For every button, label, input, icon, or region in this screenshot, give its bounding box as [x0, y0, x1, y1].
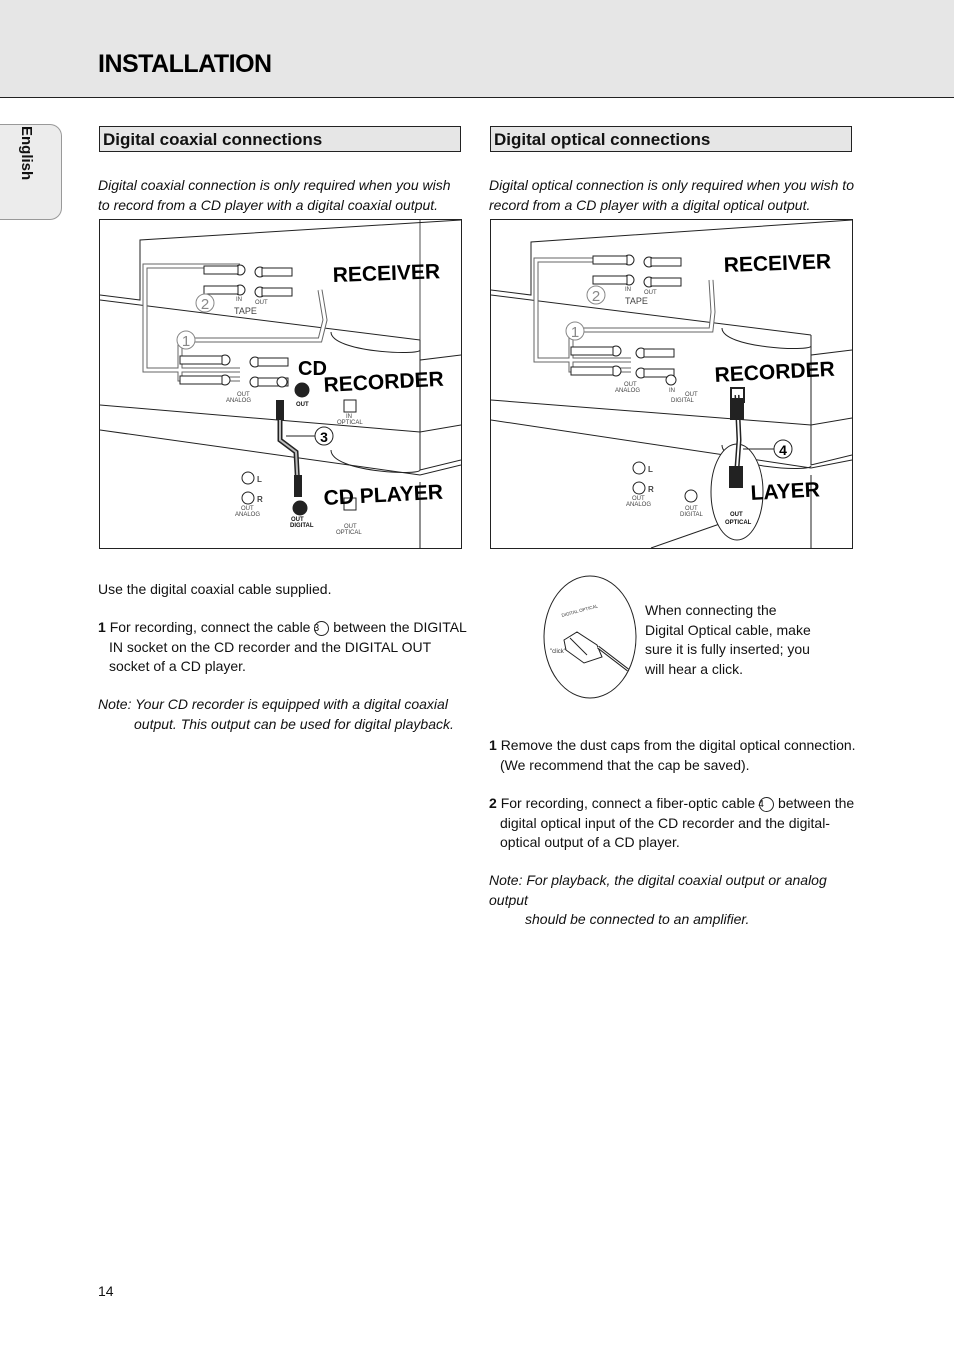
player-digital-out-label: OUT — [685, 506, 698, 512]
cd-player-label: LAYER — [750, 478, 820, 505]
analog-label: ANALOG — [226, 398, 251, 404]
receiver-label: RECEIVER — [723, 250, 831, 277]
cd-prefix-label: CD — [298, 358, 327, 380]
note-line-1: Note: For playback, the digital coaxial … — [489, 872, 827, 908]
click-label: "click" — [550, 649, 566, 655]
player-optical-label: OPTICAL — [336, 530, 362, 536]
note-line-1: Note: Your CD recorder is equipped with … — [98, 696, 448, 712]
optical-out-label: OUT — [730, 512, 743, 518]
step-text: For recording, connect a fiber-optic cab… — [500, 795, 756, 811]
analog-out-label: OUT — [624, 382, 637, 388]
step-text-cont: between the digital optical input of the… — [500, 795, 855, 850]
player-optical-out-label: OUT — [344, 524, 357, 530]
tape-in-label: IN — [236, 297, 242, 303]
optical-connection-diagram: 2 1 4 RECEIVER RECORDER LAYER IN OUT OUT… — [490, 219, 853, 549]
callout-1: 1 — [571, 324, 579, 341]
optical-insert-note: When connecting the Digital Optical cabl… — [645, 602, 811, 677]
digital-out-label: OUT — [685, 392, 698, 398]
optical-label: OPTICAL — [337, 420, 363, 426]
page-title: INSTALLATION — [98, 50, 272, 78]
note-line-2: output. This output can be used for digi… — [134, 715, 454, 732]
callout-2: 2 — [201, 296, 209, 313]
player-r-label: R — [257, 495, 263, 504]
player-digital-out-label: OUT — [291, 517, 304, 523]
analog-out-label: OUT — [237, 392, 250, 398]
cd-recorder-label: RECORDER — [323, 368, 444, 397]
coaxial-cable-note: Use the digital coaxial cable supplied. — [98, 581, 332, 597]
note-line-2: should be connected to an amplifier. — [525, 911, 750, 927]
optical-in-label: IN — [346, 414, 352, 420]
optical-section-heading: Digital optical connections — [490, 126, 852, 152]
callout-4: 4 — [779, 442, 787, 458]
optical-label: OPTICAL — [725, 520, 752, 526]
tape-out-label: OUT — [255, 300, 268, 306]
player-l-label: L — [648, 465, 653, 474]
coaxial-connection-diagram: 2 1 3 RECEIVER CD RECORDER CD PLAYER IN … — [99, 219, 462, 549]
cd-recorder-label: RECORDER — [714, 358, 835, 387]
language-tab-label: English — [18, 126, 35, 181]
callout-2: 2 — [592, 288, 600, 305]
step-text-cont: between the DIGITAL IN socket on the CD … — [109, 619, 467, 674]
digital-label: DIGITAL — [671, 398, 695, 404]
digital-out-label: OUT — [296, 402, 309, 408]
tape-label: TAPE — [234, 306, 257, 316]
cable-ref-3: 3 — [314, 621, 330, 636]
player-analog-out-label: OUT — [632, 496, 645, 502]
optical-plug-detail: DIGITAL OPTICAL "click" — [542, 575, 638, 700]
receiver-label: RECEIVER — [332, 260, 440, 287]
player-digital-label: DIGITAL — [290, 523, 314, 529]
page-header: INSTALLATION — [0, 0, 954, 98]
tape-in-label: IN — [625, 287, 631, 293]
language-tab: English — [0, 124, 62, 220]
coaxial-intro: Digital coaxial connection is only requi… — [98, 177, 451, 213]
player-analog-out-label: OUT — [241, 506, 254, 512]
callout-1: 1 — [182, 333, 190, 350]
step-text: For recording, connect the cable — [109, 619, 311, 635]
digital-in-label: IN — [669, 388, 675, 394]
step-number: 1 — [98, 619, 106, 635]
tape-out-label: OUT — [644, 290, 657, 296]
player-digital-label: DIGITAL — [680, 512, 704, 518]
cable-ref-4: 4 — [758, 797, 775, 812]
optical-step-1: 1 Remove the dust caps from the digital … — [489, 736, 865, 775]
cd-player-label: CD PLAYER — [323, 481, 443, 510]
optical-note: Note: For playback, the digital coaxial … — [489, 871, 869, 930]
callout-3: 3 — [320, 429, 328, 445]
step-text: Remove the dust caps from the digital op… — [500, 737, 856, 773]
page-number: 14 — [98, 1283, 114, 1299]
optical-intro: Digital optical connection is only requi… — [489, 177, 854, 213]
coaxial-step-1: 1 For recording, connect the cable 3 bet… — [98, 618, 474, 677]
tape-label: TAPE — [625, 296, 648, 306]
player-l-label: L — [257, 475, 262, 484]
step-number: 1 — [489, 737, 497, 753]
step-number: 2 — [489, 795, 497, 811]
player-analog-label: ANALOG — [235, 512, 260, 518]
player-r-label: R — [648, 485, 654, 494]
coaxial-note: Note: Your CD recorder is equipped with … — [98, 695, 468, 734]
coaxial-section-heading: Digital coaxial connections — [99, 126, 461, 152]
optical-step-2: 2 For recording, connect a fiber-optic c… — [489, 794, 865, 853]
analog-label: ANALOG — [615, 388, 640, 394]
player-analog-label: ANALOG — [626, 502, 651, 508]
